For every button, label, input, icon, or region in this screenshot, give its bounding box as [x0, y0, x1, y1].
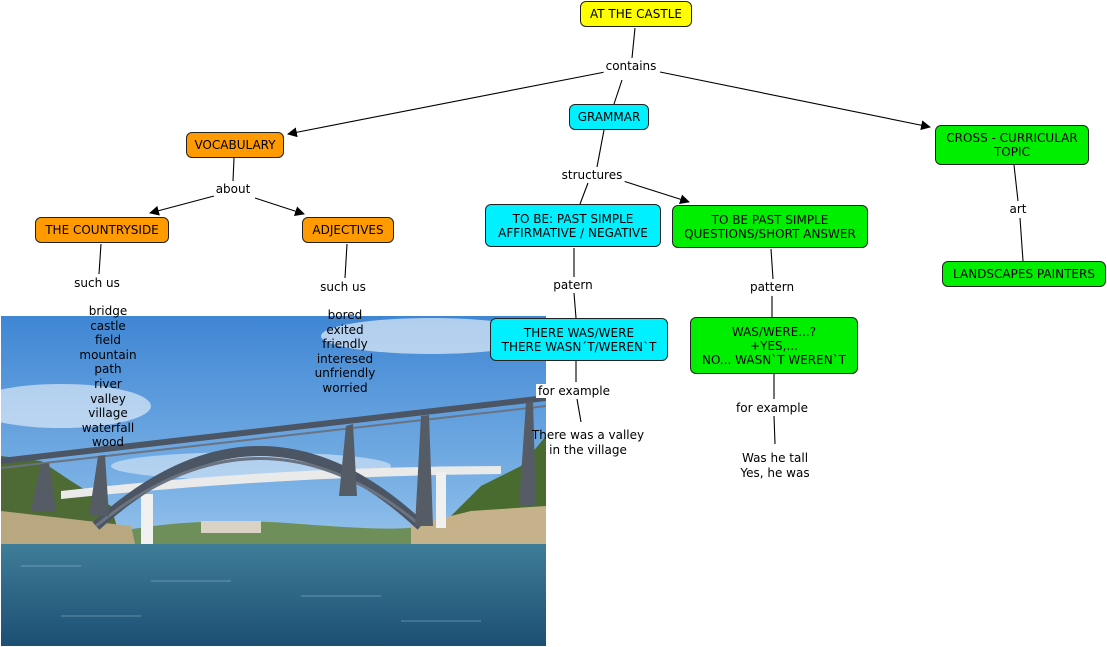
link-such-us-countryside: such us — [72, 276, 122, 290]
node-the-countryside[interactable]: THE COUNTRYSIDE — [35, 217, 169, 243]
link-for-example-2: for example — [734, 401, 810, 415]
countryside-word-list: bridge castle field mountain path river … — [79, 304, 137, 450]
link-contains: contains — [603, 59, 659, 73]
link-pattern: pattern — [747, 280, 797, 294]
node-adjectives[interactable]: ADJECTIVES — [302, 217, 394, 243]
link-structures: structures — [559, 168, 625, 182]
node-at-the-castle[interactable]: AT THE CASTLE — [580, 1, 692, 27]
link-about: about — [213, 182, 253, 196]
link-art: art — [1007, 202, 1029, 216]
node-grammar[interactable]: GRAMMAR — [569, 104, 649, 130]
adjective-word-list: bored exited friendly interesed unfriend… — [314, 308, 376, 395]
example-there-was-a-valley: There was a valley in the village — [531, 428, 645, 457]
node-to-be-questions[interactable]: TO BE PAST SIMPLE QUESTIONS/SHORT ANSWER — [672, 205, 868, 248]
link-patern: patern — [551, 278, 595, 292]
link-for-example-1: for example — [536, 384, 612, 398]
example-was-he-tall: Was he tall Yes, he was — [740, 451, 810, 480]
node-vocabulary[interactable]: VOCABULARY — [186, 132, 284, 158]
node-was-were-questions[interactable]: WAS/WERE...? +YES,... NO... WASN`T WEREN… — [690, 317, 858, 374]
node-there-was-were[interactable]: THERE WAS/WERE THERE WASN´T/WEREN`T — [490, 318, 668, 361]
node-landscapes-painters[interactable]: LANDSCAPES PAINTERS — [942, 261, 1106, 287]
node-cross-curricular-topic[interactable]: CROSS - CURRICULAR TOPIC — [935, 125, 1089, 165]
link-such-us-adjectives: such us — [318, 280, 368, 294]
node-to-be-affirmative-negative[interactable]: TO BE: PAST SIMPLE AFFIRMATIVE / NEGATIV… — [485, 204, 661, 247]
bridge-photo — [1, 316, 546, 646]
